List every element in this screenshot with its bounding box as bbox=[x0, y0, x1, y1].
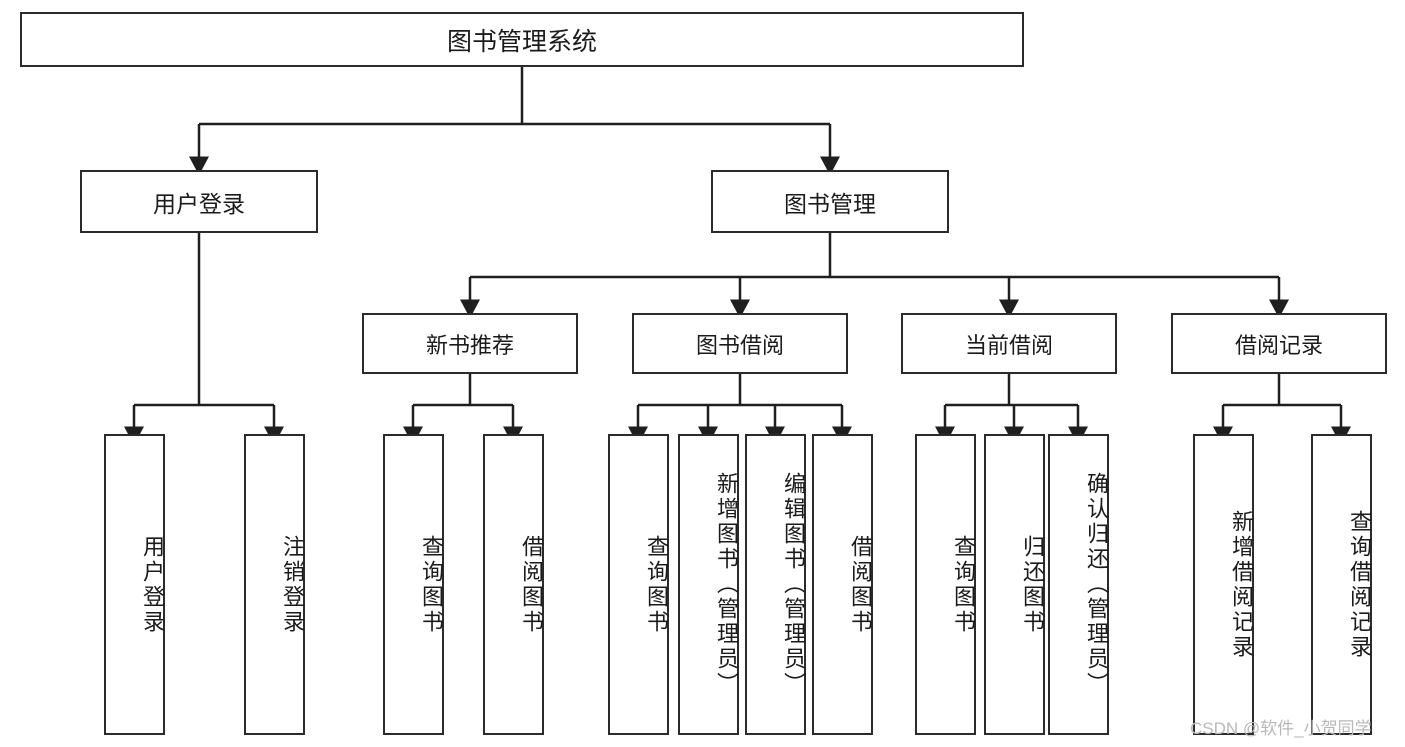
node-label: 当前借阅 bbox=[964, 332, 1053, 358]
node-current-borrow[interactable]: 当前借阅 bbox=[901, 313, 1117, 374]
node-label: 借阅图书 bbox=[519, 534, 544, 635]
node-leaf-user-login[interactable]: 用户登录 bbox=[104, 434, 165, 735]
node-label: 归还图书 bbox=[1020, 534, 1045, 635]
node-label: 图书借阅 bbox=[695, 332, 784, 358]
node-label: 确认归还（管理员） bbox=[1084, 472, 1109, 697]
node-label: 图书管理系统 bbox=[446, 27, 597, 56]
csdn-watermark: CSDN @软件_小贺同学 bbox=[1190, 719, 1372, 738]
node-label: 用户登录 bbox=[140, 534, 165, 635]
node-borrow-record[interactable]: 借阅记录 bbox=[1171, 313, 1387, 374]
node-leaf-query-record[interactable]: 查询借阅记录 bbox=[1311, 434, 1372, 735]
node-label: 新增图书（管理员） bbox=[714, 472, 739, 697]
node-leaf-edit-book[interactable]: 编辑图书（管理员） bbox=[745, 434, 806, 735]
node-leaf-borrow-book-1[interactable]: 借阅图书 bbox=[483, 434, 544, 735]
node-root-system[interactable]: 图书管理系统 bbox=[20, 12, 1024, 67]
node-label: 图书管理 bbox=[784, 190, 876, 217]
node-label: 借阅图书 bbox=[848, 534, 873, 635]
node-label: 新增借阅记录 bbox=[1229, 509, 1254, 660]
node-label: 查询图书 bbox=[419, 534, 444, 635]
node-label: 查询图书 bbox=[644, 534, 669, 635]
node-leaf-query-book-3[interactable]: 查询图书 bbox=[915, 434, 976, 735]
node-label: 借阅记录 bbox=[1234, 332, 1323, 358]
node-book-borrow[interactable]: 图书借阅 bbox=[632, 313, 848, 374]
node-label: 注销登录 bbox=[280, 534, 305, 635]
node-user-login[interactable]: 用户登录 bbox=[80, 170, 318, 233]
node-leaf-add-book[interactable]: 新增图书（管理员） bbox=[678, 434, 739, 735]
node-new-book-recommend[interactable]: 新书推荐 bbox=[362, 313, 578, 374]
node-leaf-return-book[interactable]: 归还图书 bbox=[984, 434, 1045, 735]
node-leaf-logout-login[interactable]: 注销登录 bbox=[244, 434, 305, 735]
node-leaf-query-book-2[interactable]: 查询图书 bbox=[608, 434, 669, 735]
node-leaf-confirm-return[interactable]: 确认归还（管理员） bbox=[1048, 434, 1109, 735]
node-label: 用户登录 bbox=[153, 190, 245, 217]
node-leaf-borrow-book-2[interactable]: 借阅图书 bbox=[812, 434, 873, 735]
node-book-management[interactable]: 图书管理 bbox=[711, 170, 949, 233]
node-label: 编辑图书（管理员） bbox=[781, 472, 806, 697]
node-label: 查询借阅记录 bbox=[1347, 509, 1372, 660]
node-label: 新书推荐 bbox=[425, 332, 514, 358]
node-leaf-query-book-1[interactable]: 查询图书 bbox=[383, 434, 444, 735]
node-leaf-add-record[interactable]: 新增借阅记录 bbox=[1193, 434, 1254, 735]
node-label: 查询图书 bbox=[951, 534, 976, 635]
